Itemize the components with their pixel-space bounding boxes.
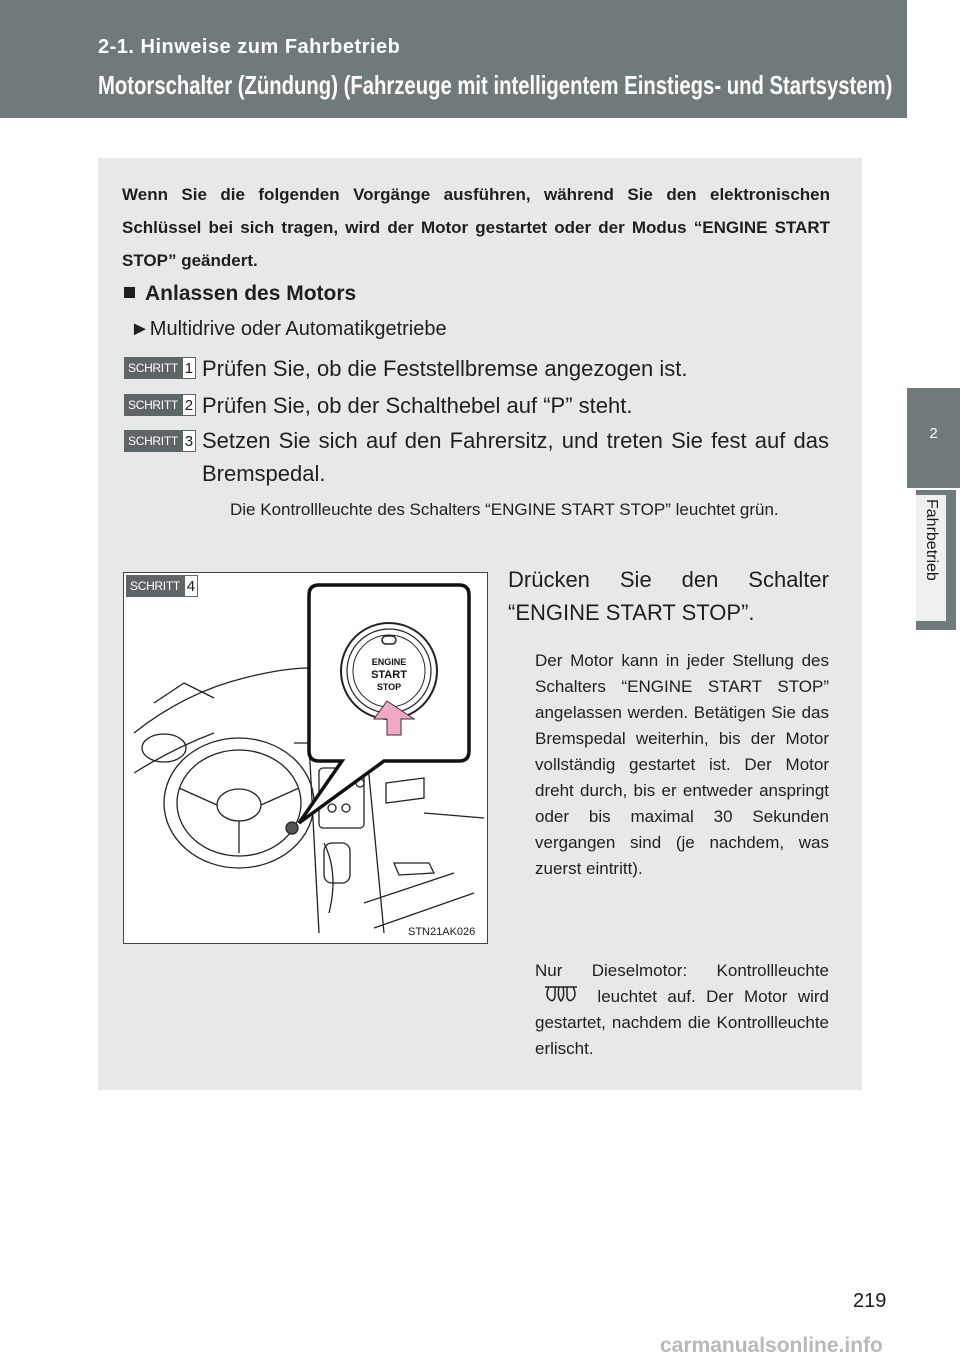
step-2-text: Prüfen Sie, ob der Schalthebel auf “P” s… <box>202 393 633 418</box>
step-label: SCHRITT <box>124 357 182 379</box>
step-number: 1 <box>181 357 196 379</box>
section-label: 2-1. Hinweise zum Fahrbetrieb <box>98 36 401 58</box>
page-header <box>0 0 907 118</box>
chapter-label: Fahrbetrieb <box>916 495 946 621</box>
button-label-stop: STOP <box>377 682 401 692</box>
step-number: 2 <box>181 394 196 416</box>
step-label: SCHRITT <box>126 575 184 597</box>
step-label: SCHRITT <box>124 430 182 452</box>
glow-plug-indicator-icon <box>545 986 577 1003</box>
step-1-text: Prüfen Sie, ob die Feststellbremse angez… <box>202 356 688 381</box>
step-3-text: Setzen Sie sich auf den Fahrersitz, und … <box>202 428 829 486</box>
step-badge-1: SCHRITT 1 <box>124 357 196 379</box>
step-4-text: Drücken Sie den Schalter “ENGINE START S… <box>508 567 829 625</box>
watermark: carmanualsonline.info <box>660 1334 883 1357</box>
diesel-note-end: leuchtet auf. Der Motor wird gestartet, … <box>535 987 829 1058</box>
diesel-note-start: Nur Dieselmotor: Kontrollleuchte <box>535 961 829 980</box>
page-title: Motorschalter (Zündung) (Fahrzeuge mit i… <box>98 70 893 100</box>
figure-code: STN21AK026 <box>408 926 476 938</box>
button-label-start: START <box>371 669 407 681</box>
engine-start-figure: ENGINE START STOP SCHRITT 4 <box>123 572 488 944</box>
step-4-paragraph: Der Motor kann in jeder Stellung des Sch… <box>535 651 829 878</box>
intro-text: Wenn Sie die folgenden Vorgänge ausführe… <box>122 185 830 270</box>
press-arrow-icon <box>373 700 416 736</box>
diesel-note: Nur Dieselmotor: Kontrollleuchte leuchte… <box>535 958 829 1062</box>
subheading-text: Anlassen des Motors <box>145 282 357 305</box>
step-badge-3: SCHRITT 3 <box>124 430 196 452</box>
step-number: 3 <box>181 430 196 452</box>
variant-label: ►Multidrive oder Automatikgetriebe <box>130 318 447 340</box>
subheading: Anlassen des Motors <box>124 282 356 306</box>
chapter-tab[interactable] <box>907 388 960 488</box>
step-label: SCHRITT <box>124 394 182 416</box>
square-bullet-icon <box>124 287 135 298</box>
button-label-engine: ENGINE <box>372 657 407 667</box>
step-number: 4 <box>183 575 198 597</box>
step-badge-4: SCHRITT 4 <box>126 575 198 597</box>
step-3-note: Die Kontrollleuchte des Schalters “ENGIN… <box>230 500 779 519</box>
dashboard-illustration: ENGINE START STOP <box>133 583 485 934</box>
page-number: 219 <box>853 1290 887 1312</box>
step-badge-2: SCHRITT 2 <box>124 394 196 416</box>
chapter-number: 2 <box>929 425 938 442</box>
